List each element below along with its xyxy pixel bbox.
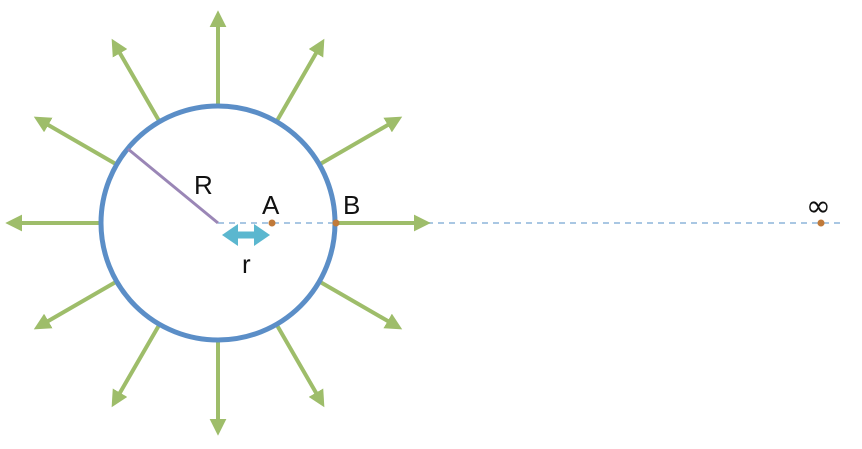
field-arrow: [111, 38, 161, 121]
radius-line: [127, 147, 219, 225]
point-b-marker: [332, 219, 340, 227]
field-arrows: [5, 10, 431, 436]
point-a-marker: [268, 219, 276, 227]
field-arrow: [111, 325, 161, 408]
infinity-label: ∞: [806, 189, 831, 224]
field-arrow: [275, 325, 325, 408]
point-b-label: B: [343, 190, 360, 220]
field-arrow: [33, 116, 116, 166]
field-arrow: [320, 280, 403, 330]
radius-label: R: [194, 170, 213, 200]
distance-arrow: [222, 224, 270, 246]
point-a-label: A: [262, 190, 280, 220]
infinity-marker: [817, 219, 825, 227]
distance-label: r: [242, 249, 251, 279]
field-arrow: [320, 116, 403, 166]
field-arrow: [33, 280, 116, 330]
field-arrow: [275, 38, 325, 121]
